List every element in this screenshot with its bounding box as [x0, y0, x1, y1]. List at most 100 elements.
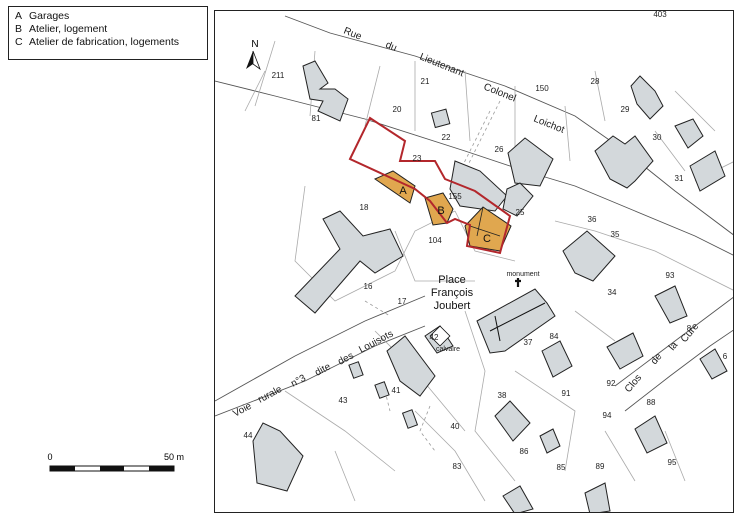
building: [654, 285, 688, 324]
north-label: N: [251, 39, 258, 50]
parcel-number: 28: [591, 77, 600, 86]
street-word: dite: [313, 361, 333, 378]
parcel-number: 36: [588, 215, 597, 224]
monument-cross-icon: [515, 278, 521, 287]
building-c-label: C: [483, 233, 491, 245]
parcel-number: 89: [596, 462, 605, 471]
legend-label: Atelier, logement: [29, 23, 108, 35]
parcel-number: 30: [653, 133, 662, 142]
cadastral-map: N Rue du Lieutenant Colonel Loichot Voie…: [214, 10, 734, 513]
road-edge: [284, 15, 733, 236]
street-word: Lieutenant: [418, 52, 466, 80]
building-c: [464, 206, 512, 252]
place-name-line: Joubert: [434, 300, 471, 312]
legend-label: Garages: [29, 10, 70, 22]
building: [699, 348, 728, 380]
parcel-number: 41: [392, 386, 401, 395]
building: [302, 60, 349, 122]
parcel-number: 44: [244, 431, 253, 440]
scale-segment: [50, 466, 75, 471]
street-word: Clos: [623, 373, 644, 395]
building: [502, 485, 534, 512]
parcel-number: 40: [451, 422, 460, 431]
parcel-number: 35: [611, 230, 620, 239]
calvaire-label: calvaire: [436, 346, 460, 353]
scale-end-label: 50 m: [164, 452, 184, 462]
building: [606, 332, 644, 370]
building: [634, 415, 668, 454]
scale-start-label: 0: [47, 452, 52, 462]
parcel-number: 84: [550, 332, 559, 341]
place-name-line: François: [431, 287, 474, 299]
parcel-boundary: [294, 185, 733, 302]
building: [476, 288, 556, 354]
calvaire-plot: [429, 325, 451, 347]
property-outline: [348, 116, 512, 255]
building: [348, 361, 364, 379]
building-c-divisions: [469, 206, 501, 237]
legend-key: A: [15, 10, 23, 22]
building: [689, 150, 726, 192]
parcel-number: 211: [272, 71, 285, 80]
legend-key: B: [15, 23, 23, 35]
building: [630, 75, 664, 120]
road-edge: [614, 296, 733, 387]
parcel-number: 38: [498, 391, 507, 400]
building: [541, 340, 573, 378]
building-a-label: A: [399, 185, 407, 197]
parcel-number: 43: [339, 396, 348, 405]
building-b-label: B: [437, 205, 444, 217]
parcel-number: 16: [364, 282, 373, 291]
parcel-number: 83: [453, 462, 462, 471]
building: [594, 135, 654, 189]
parcel-number: 95: [668, 458, 677, 467]
parcel-number: 22: [442, 133, 451, 142]
building: [374, 381, 390, 399]
building: [539, 428, 561, 454]
building: [252, 422, 304, 492]
monument-label: monument: [506, 271, 539, 278]
parcel-number: 94: [603, 411, 612, 420]
parcel-number: 18: [360, 203, 369, 212]
parcel-number: 91: [562, 389, 571, 398]
road-edge: [215, 325, 426, 417]
place-name-line: Place: [438, 274, 466, 286]
parcel-number: 93: [666, 271, 675, 280]
building: [562, 230, 616, 282]
street-word: Loichot: [532, 114, 566, 136]
building: [294, 210, 404, 314]
parcel-number: 8: [687, 324, 692, 333]
building: [401, 409, 419, 429]
parcel-number: 155: [448, 192, 462, 201]
parcel-number: 25: [516, 208, 525, 217]
parcel-number: 86: [520, 447, 529, 456]
road-edge: [215, 295, 426, 402]
parcel-number: 104: [428, 236, 442, 245]
parcel-number: 42: [430, 333, 439, 342]
parcel-number: 20: [393, 105, 402, 114]
parcel-number: 23: [413, 154, 422, 163]
building-b: [424, 192, 454, 226]
parcel-number: 150: [535, 84, 549, 93]
church-cross-lines: [489, 302, 546, 342]
parcel-number: 92: [607, 379, 616, 388]
parcel-number: 6: [723, 352, 728, 361]
parcel-number: 88: [647, 398, 656, 407]
building: [502, 182, 534, 217]
parcel-number: 29: [621, 105, 630, 114]
scale-segment: [149, 466, 174, 471]
street-word: de: [649, 351, 665, 367]
north-arrow-icon: N: [246, 39, 261, 71]
building: [494, 400, 531, 442]
street-word: la: [667, 340, 681, 353]
parcel-number: 31: [675, 174, 684, 183]
building: [674, 118, 704, 149]
legend-item-b: B Atelier, logement: [15, 23, 201, 36]
street-word: rurale: [256, 384, 284, 406]
parcel-number: 17: [398, 297, 407, 306]
street-word: du: [384, 40, 398, 54]
street-word: Voie: [231, 401, 254, 420]
parcel-number: 37: [524, 338, 533, 347]
